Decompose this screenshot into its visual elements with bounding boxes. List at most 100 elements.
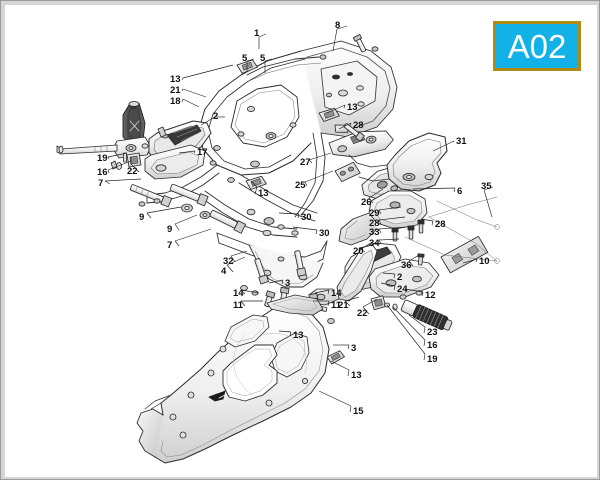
callout-number: 5 [242,53,248,64]
leader-line [146,206,182,214]
callout-number: 28 [369,218,380,229]
leader-line [182,98,200,108]
leader-stub [246,58,255,62]
callout-number: 18 [170,96,181,107]
callout-number: 13 [258,188,269,199]
callout-number: 2 [213,111,219,122]
leader-line [326,104,346,114]
leader-line [462,258,478,264]
leader-line [182,88,207,98]
callout-number: 11 [233,300,244,311]
callout-number: 31 [456,136,467,147]
leader-line [412,187,456,190]
callout-number: 21 [170,85,181,96]
leader-line [382,272,396,275]
leader-stub [349,122,352,127]
callout-number: 14 [331,288,342,299]
center-lower-plate [338,190,428,246]
leader-line [362,298,378,308]
callout-number: 10 [479,256,490,267]
leader-stub [258,33,267,38]
leader-stub [104,180,111,185]
leader-stub [281,279,284,285]
callout-number: 6 [457,186,463,197]
leader-line [432,140,455,152]
callout-number: 36 [401,260,412,271]
callout-number: 9 [167,224,173,235]
leader-line [107,160,132,171]
leader-line [392,306,426,341]
leader-line [358,244,374,249]
leader-stub [289,331,292,337]
callout-number: 7 [98,178,104,189]
leader-line [332,28,338,52]
callout-number: 2 [397,272,403,283]
exploded-diagram-artwork [56,25,500,464]
leader-stub [452,140,455,143]
callout-number: 35 [481,181,492,192]
leader-stub [308,159,313,164]
leader-line [240,289,260,294]
leader-line [174,228,212,242]
leader-stub [240,289,246,295]
leader-line [268,279,284,284]
leader-stub [174,240,180,247]
callout-number: 16 [97,167,108,178]
leader-stub [181,77,184,81]
rear-mudguard-31 [348,132,448,192]
page-code-badge: A02 [493,21,581,71]
leader-stub [378,228,382,234]
callout-number: 3 [351,343,357,354]
leader-stub [193,150,196,154]
leader-line [278,330,292,333]
leader-stub [181,98,184,103]
leader-line [230,250,248,257]
leader-stub [347,369,350,377]
leader-line [318,390,352,407]
callout-number: 26 [361,197,372,208]
leader-line [292,226,318,231]
callout-number: 19 [97,153,108,164]
callout-number: 21 [338,300,349,311]
lower-swing-arm [216,224,328,288]
leader-stub [358,247,366,253]
callout-number: 16 [427,340,438,351]
leader-line [338,122,352,130]
leader-stub [423,339,426,347]
callout-number: 19 [427,354,438,365]
callout-number: 17 [197,147,208,158]
leader-stub [174,223,180,231]
page-code-text: A02 [507,27,567,65]
leader-stub [453,187,456,193]
bolt-group-left [129,183,275,234]
callout-number: 22 [357,308,368,319]
leader-line [344,296,360,302]
leader-stub [181,88,184,92]
leader-line [378,216,406,221]
callout-number: 20 [353,246,364,257]
leader-line [404,288,424,293]
leader-stub [146,212,152,219]
callout-number: 9 [139,212,145,223]
leader-line [226,256,246,266]
leader-stub [240,300,246,307]
leader-stub [378,239,382,245]
callout-number: 28 [353,120,364,131]
callout-number: 27 [300,157,311,168]
callout-number: 1 [254,28,260,39]
leader-line [104,178,142,182]
callout-number: 23 [427,327,438,338]
callout-number: 3 [285,278,291,289]
leader-stub [336,25,348,30]
callout-number: 34 [369,238,380,249]
leader-line [304,170,334,183]
leader-line [178,150,196,154]
leader-stub [264,58,273,62]
callout-number: 30 [319,228,330,239]
leader-line [408,254,420,262]
tail-undertray-panel [136,286,330,464]
leader-line [378,226,408,230]
leader-line [278,212,300,215]
